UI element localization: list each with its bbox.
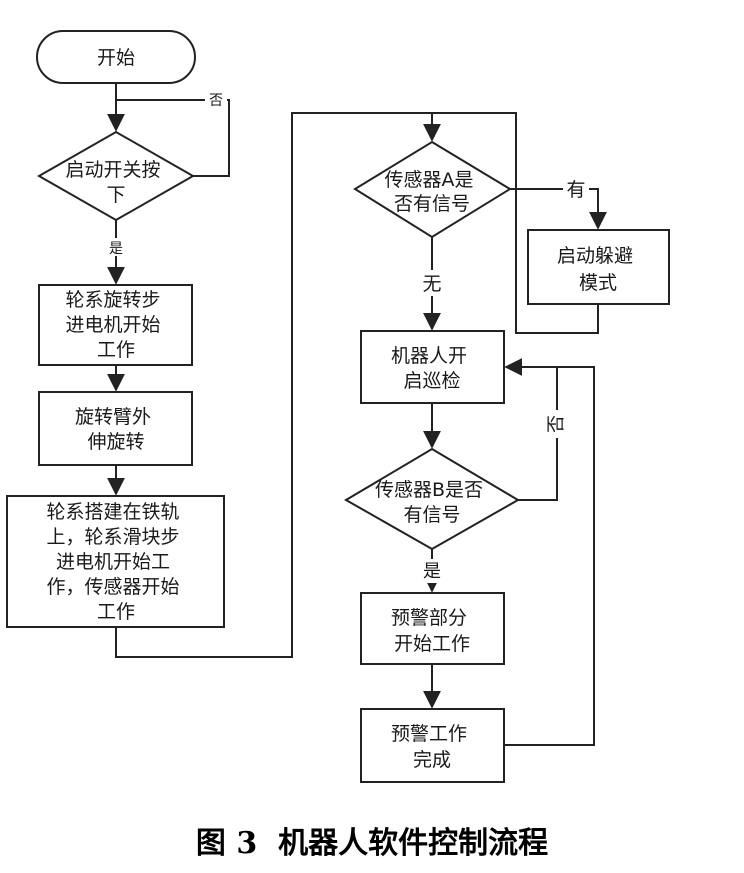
arm-extend-line: 旋转臂外 bbox=[75, 406, 151, 428]
start-label: 开始 bbox=[97, 47, 135, 69]
patrol-line: 启巡检 bbox=[403, 370, 460, 392]
warning-start-node bbox=[360, 592, 505, 665]
figure-number: 图 3 bbox=[195, 826, 258, 861]
figure-title: 机器人软件控制流程 bbox=[278, 826, 549, 861]
avoid-mode-label: 启动躲避 模式 bbox=[557, 245, 639, 294]
avoid-mode-line: 模式 bbox=[579, 272, 617, 294]
sensor-a-decision-line: 传感器A是 bbox=[384, 169, 473, 191]
edge-switch-no-loop bbox=[116, 99, 230, 177]
wheel-motor-node bbox=[38, 284, 193, 366]
wheel-motor-line: 工作 bbox=[97, 339, 135, 361]
warning-done-line: 完成 bbox=[413, 749, 451, 771]
rail-setup-line: 作，传感器开始 bbox=[46, 576, 179, 598]
rail-setup-line: 上，轮系滑块步 bbox=[46, 526, 179, 548]
arm-extend-line: 伸旋转 bbox=[87, 431, 144, 453]
patrol-label: 机器人开 启巡检 bbox=[391, 345, 473, 392]
edge-warning-done-loop bbox=[504, 366, 595, 746]
arm-extend-label: 旋转臂外 伸旋转 bbox=[75, 406, 157, 453]
sensor-a-no-label: 无 bbox=[422, 273, 441, 295]
warning-start-line: 开始工作 bbox=[394, 633, 470, 655]
sensor-b-no-label: 否 bbox=[546, 415, 567, 433]
avoid-mode-node bbox=[527, 229, 670, 305]
wheel-motor-line: 轮系旋转步 bbox=[65, 289, 160, 311]
warning-done-label: 预警工作 完成 bbox=[391, 723, 473, 771]
warning-start-line: 预警部分 bbox=[391, 607, 467, 629]
sensor-a-yes-label: 有 bbox=[566, 179, 585, 201]
warning-done-node bbox=[360, 708, 505, 783]
arm-extend-node bbox=[38, 391, 193, 466]
switch-decision-line: 启动开关按 bbox=[65, 159, 160, 181]
rail-setup-label: 轮系搭建在铁轨 上，轮系滑块步 进电机开始工 作，传感器开始 工作 bbox=[46, 501, 185, 623]
sensor-b-decision-line: 传感器B是否 bbox=[375, 479, 483, 501]
rail-setup-line: 工作 bbox=[97, 601, 135, 623]
sensor-b-decision-line: 有信号 bbox=[403, 504, 460, 526]
sensor-a-decision-line: 否有信号 bbox=[394, 193, 470, 215]
warning-start-label: 预警部分 开始工作 bbox=[391, 607, 473, 655]
edge-rail-sensor-a bbox=[115, 112, 441, 658]
switch-decision-line: 下 bbox=[106, 184, 125, 206]
sensor-b-decision-label: 传感器B是否 有信号 bbox=[375, 479, 489, 526]
rail-setup-node bbox=[6, 495, 225, 628]
rail-setup-line: 进电机开始工 bbox=[56, 551, 170, 573]
sensor-b-yes-label: 是 bbox=[423, 561, 441, 582]
switch-no-label: 否 bbox=[209, 93, 223, 109]
rail-setup-line: 轮系搭建在铁轨 bbox=[46, 501, 179, 523]
wheel-motor-line: 进电机开始 bbox=[65, 314, 160, 336]
flowchart: 开始 启动开关按 下 轮系旋转步 进电机开始 工作 旋转臂外 伸旋转 轮系搭建在… bbox=[6, 30, 670, 783]
switch-yes-label: 是 bbox=[109, 241, 123, 257]
patrol-node bbox=[360, 330, 505, 404]
figure-caption: 图 3 机器人软件控制流程 bbox=[0, 818, 744, 862]
warning-done-line: 预警工作 bbox=[391, 723, 467, 745]
avoid-mode-line: 启动躲避 bbox=[557, 245, 633, 267]
switch-decision-label: 启动开关按 下 bbox=[65, 159, 166, 206]
edge-sensor-a-yes bbox=[510, 188, 607, 230]
sensor-a-decision-label: 传感器A是 否有信号 bbox=[384, 169, 479, 215]
edge-avoid-loop bbox=[432, 112, 599, 334]
wheel-motor-label: 轮系旋转步 进电机开始 工作 bbox=[65, 289, 166, 361]
patrol-line: 机器人开 bbox=[391, 345, 467, 367]
